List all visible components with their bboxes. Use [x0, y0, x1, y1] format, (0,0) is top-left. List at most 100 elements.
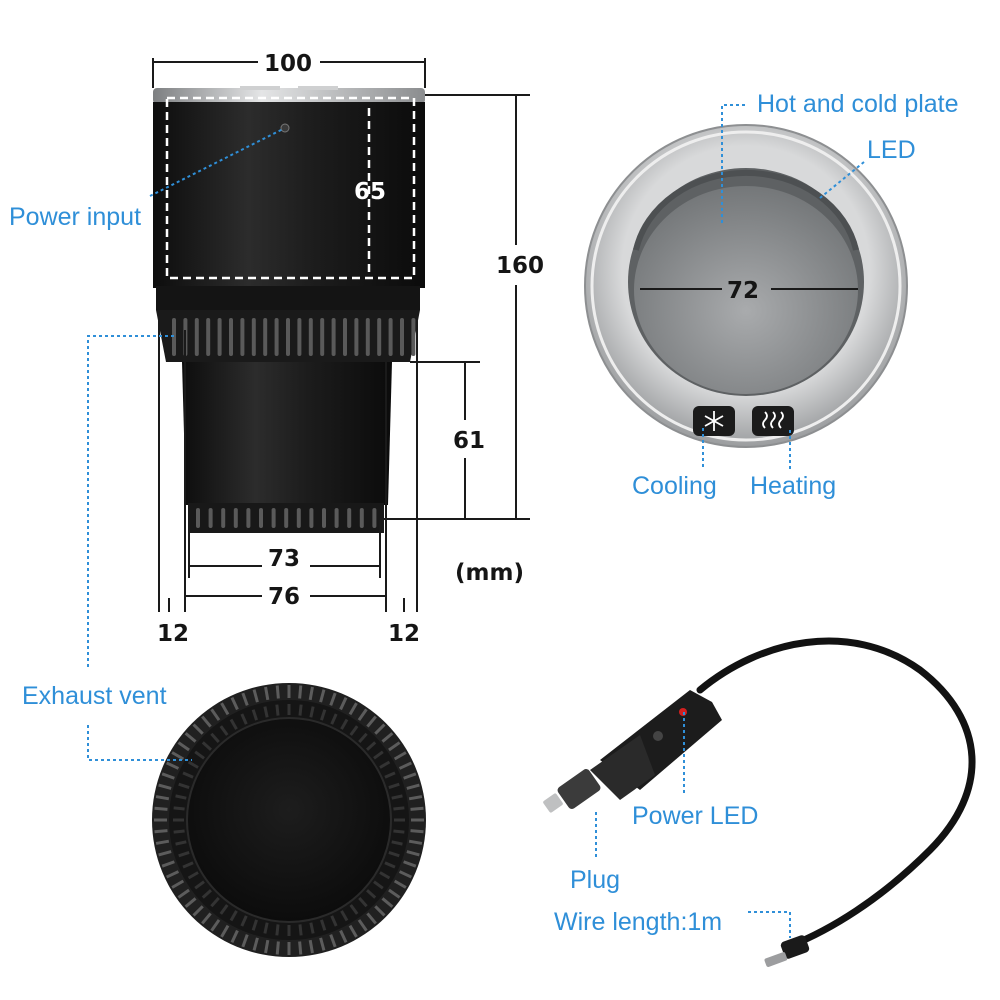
ring-notch: [379, 871, 391, 880]
vent-slot: [359, 508, 364, 528]
base-tooth: [158, 850, 172, 857]
ring-notch: [330, 713, 338, 725]
dim-right-offset: 12: [388, 621, 420, 647]
ring-notch: [201, 741, 212, 751]
base-tooth: [210, 708, 221, 721]
base-vent-teeth: [154, 685, 424, 955]
cup-holder-side-view: 65: [153, 86, 425, 533]
vent-slot: [259, 508, 263, 528]
ring-notch: [251, 919, 258, 931]
ring-notch: [358, 897, 368, 908]
base-tooth: [230, 929, 239, 943]
base-tooth: [408, 795, 423, 801]
base-tooth: [201, 715, 212, 728]
base-tooth: [252, 937, 259, 951]
ring-notch: [194, 880, 205, 890]
ring-notch: [175, 794, 187, 800]
base-tooth: [393, 751, 407, 761]
base-tooth: [192, 905, 204, 917]
base-tooth: [275, 941, 280, 955]
labels: Power input Exhaust vent Hot and cold pl…: [9, 90, 959, 936]
base-tooth: [166, 870, 180, 879]
ring-notch: [173, 806, 185, 811]
base-tooth: [155, 839, 170, 845]
base-tooth: [308, 686, 314, 701]
base-tooth: [410, 806, 424, 811]
ring-notch: [229, 910, 238, 922]
base-tooth: [398, 761, 412, 770]
bottom-vent-slots: [196, 508, 377, 528]
base-tooth: [298, 941, 303, 955]
vent-slot: [308, 318, 313, 356]
power-input-port: [280, 123, 290, 133]
ring-notch: [330, 915, 338, 927]
dim-total-height: 160: [496, 253, 544, 279]
dim-unit: (mm): [455, 560, 524, 586]
cup-holder-top-view: 72: [584, 124, 908, 448]
cup-holder-bottom-view: [152, 683, 426, 957]
ring-notch: [340, 718, 349, 730]
base-tooth: [406, 850, 420, 857]
base-tooth: [393, 879, 407, 889]
ring-notch: [182, 861, 194, 869]
vent-slot: [347, 508, 352, 528]
vent-slot: [263, 318, 268, 356]
vent-slot: [229, 318, 233, 356]
ring-notch: [182, 771, 194, 779]
dim-lower-height: 61: [453, 428, 485, 454]
base-tooth: [398, 870, 412, 879]
vent-slot: [208, 508, 213, 528]
base-tooth: [298, 685, 303, 699]
vent-slot: [286, 318, 290, 356]
ring-notch: [263, 706, 269, 718]
base-tooth: [241, 692, 249, 706]
vent-slot: [322, 508, 326, 528]
label-power-input: Power input: [9, 203, 141, 231]
base-tooth: [374, 723, 386, 735]
ring-notch: [349, 725, 359, 736]
base-tooth: [329, 934, 337, 948]
ring-notch: [384, 861, 396, 869]
heating-button[interactable]: [752, 406, 794, 436]
ring-notch: [219, 904, 229, 915]
vent-slot: [194, 318, 199, 356]
ring-notch: [187, 871, 199, 880]
car-charger-cable: [543, 637, 976, 967]
base-tooth: [339, 929, 348, 943]
ring-notch: [194, 750, 205, 760]
base-tooth: [184, 732, 197, 743]
dim-upper-height: 65: [354, 179, 386, 205]
cooling-button[interactable]: [693, 406, 735, 436]
base-tooth: [381, 897, 394, 908]
base-tooth: [154, 806, 168, 811]
label-led: LED: [867, 136, 916, 164]
ring-notch: [173, 829, 185, 834]
base-tooth: [161, 772, 175, 780]
vent-slot: [343, 318, 347, 356]
base-tooth: [348, 702, 358, 716]
ring-notch: [391, 794, 403, 800]
ring-notch: [366, 741, 377, 751]
base-tooth: [374, 905, 386, 917]
ring-notch: [349, 904, 359, 915]
base-tooth: [155, 795, 170, 801]
ring-notch: [178, 782, 190, 789]
label-cooling: Cooling: [632, 472, 717, 500]
base-tooth: [230, 697, 239, 711]
base-tooth: [264, 686, 270, 701]
vent-slot: [297, 318, 302, 356]
base-tooth: [177, 888, 190, 899]
ring-notch: [320, 919, 327, 931]
base-tooth: [406, 783, 420, 790]
base-tooth: [210, 919, 221, 932]
base-tooth: [166, 761, 180, 770]
vent-slot: [233, 508, 238, 528]
ring-notch: [263, 922, 269, 934]
ring-notch: [175, 840, 187, 846]
vent-slot: [400, 318, 404, 356]
ring-notch: [201, 889, 212, 899]
vent-slot: [377, 318, 382, 356]
base-tooth: [408, 839, 423, 845]
ring-notch: [358, 732, 368, 743]
base-tooth: [410, 829, 424, 834]
